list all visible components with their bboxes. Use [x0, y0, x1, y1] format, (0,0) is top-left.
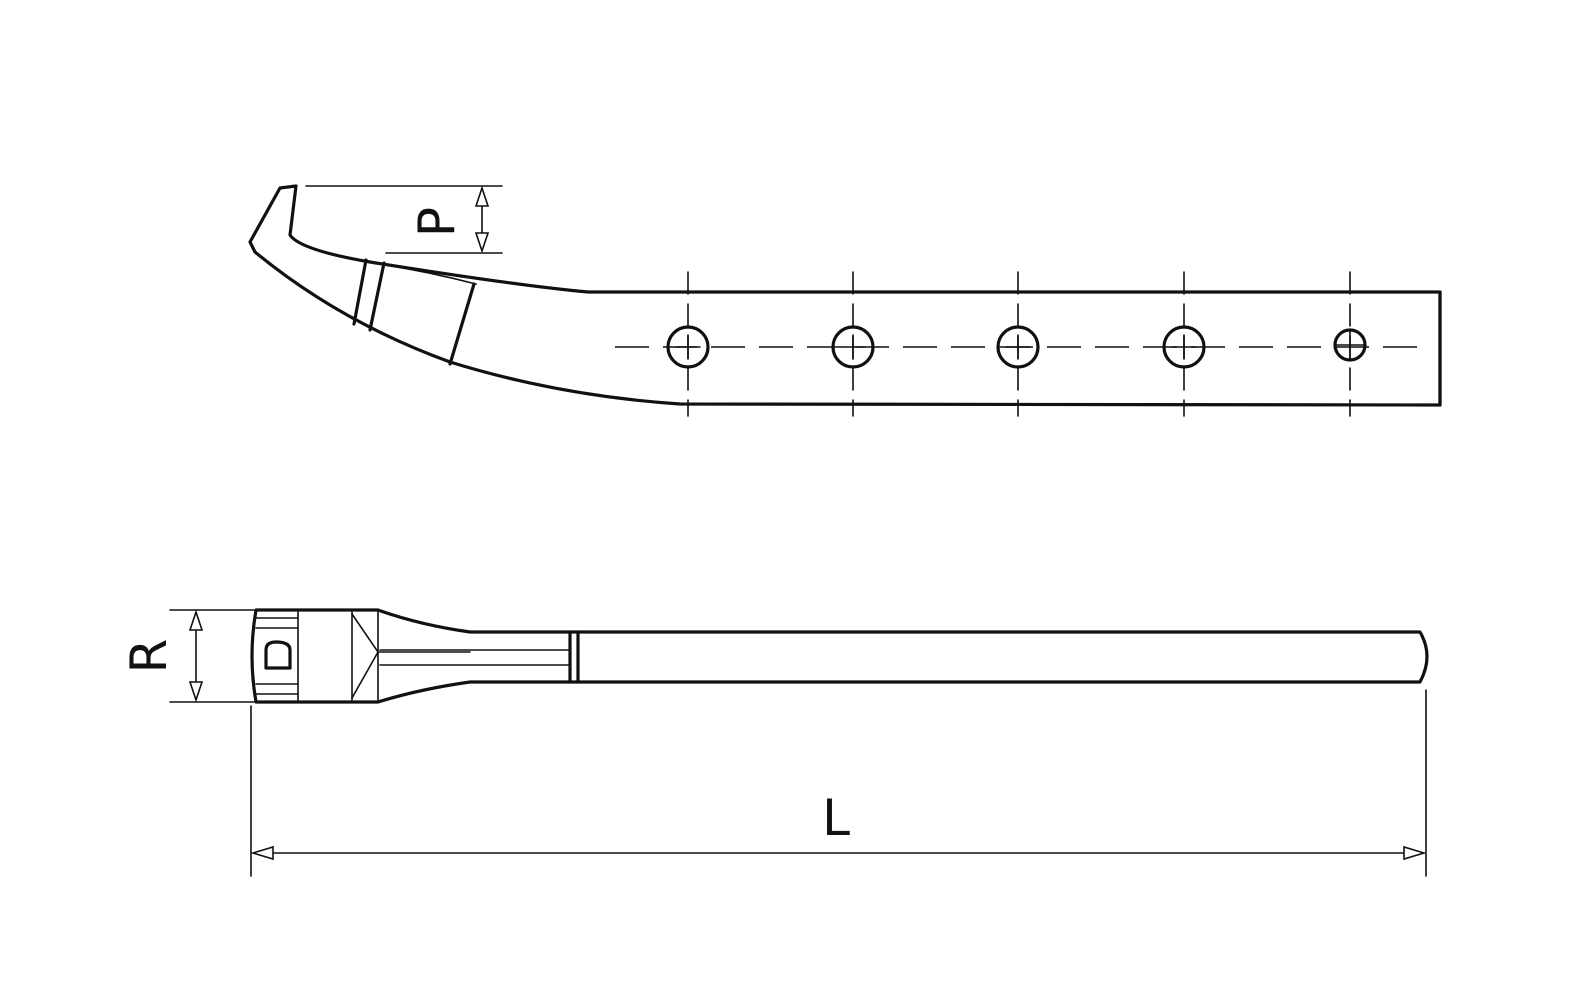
side-view-band-curve	[379, 263, 477, 285]
dim-r-arrow-bottom	[188, 681, 204, 703]
bolt-hole-5	[1333, 271, 1367, 417]
side-view-band-line-1	[352, 258, 368, 326]
dimension-p: P	[305, 185, 503, 254]
dim-p-arrow-bottom	[474, 232, 490, 254]
dim-l-label: L	[822, 789, 850, 847]
dim-p-arrow-top	[474, 185, 490, 207]
dimension-r: R	[120, 609, 255, 703]
dim-r-arrow-top	[188, 609, 204, 631]
dim-p-label: P	[408, 207, 466, 237]
side-view-band-line-3	[448, 282, 476, 366]
bolt-hole-2	[831, 271, 875, 417]
bolt-hole-3	[996, 271, 1040, 417]
hole-2-circle	[831, 325, 875, 369]
hole-3-circle	[996, 325, 1040, 369]
head-slot	[264, 640, 292, 670]
side-view-band-line-2	[368, 261, 386, 332]
hole-4-circle	[1162, 325, 1206, 369]
top-view-outline	[250, 608, 1429, 704]
dimension-l: L	[250, 689, 1427, 877]
dim-l-arrow-right	[1403, 845, 1427, 861]
dim-l-arrow-left	[250, 845, 274, 861]
hole-1-circle	[666, 325, 710, 369]
side-view: P	[248, 184, 1442, 417]
dim-r-label: R	[120, 639, 178, 674]
bolt-hole-1	[666, 271, 710, 417]
bolt-hole-4	[1162, 271, 1206, 417]
top-view: R L	[120, 608, 1429, 877]
head-chevron	[351, 613, 471, 699]
